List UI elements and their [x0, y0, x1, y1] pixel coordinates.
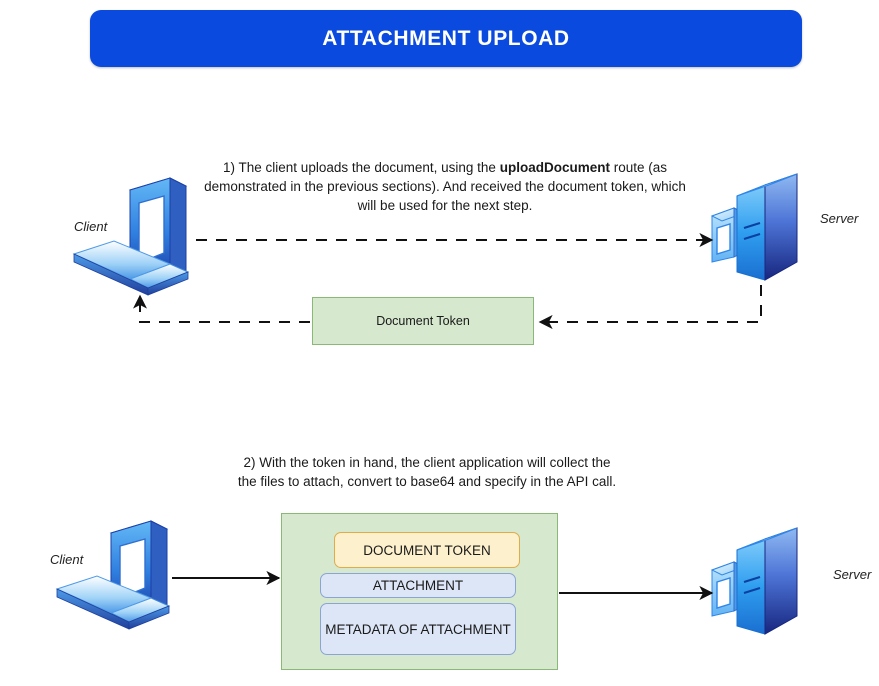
step-1-arrow-token-to-client — [133, 294, 310, 323]
step-1-text-part-2: route (as demonstrated in the previous s… — [204, 160, 686, 213]
document-token-box-label: Document Token — [376, 314, 470, 328]
page-title-banner: ATTACHMENT UPLOAD — [90, 10, 802, 67]
step-2-server-label: Server — [833, 567, 872, 582]
document-token-box: Document Token — [312, 297, 534, 345]
step-1-arrow-server-to-token — [538, 285, 762, 329]
payload-item-metadata-label: METADATA OF ATTACHMENT — [325, 621, 511, 637]
payload-item-attachment-label: ATTACHMENT — [372, 578, 464, 593]
step-1-text-part-1: 1) The client uploads the document, usin… — [223, 160, 500, 175]
page-title: ATTACHMENT UPLOAD — [322, 26, 570, 50]
payload-item-metadata: METADATA OF ATTACHMENT — [320, 603, 516, 655]
step-1-client-label: Client — [74, 219, 108, 234]
payload-item-attachment: ATTACHMENT — [320, 573, 516, 598]
step-2-text-line-2: the files to attach, convert to base64 a… — [237, 474, 617, 489]
payload-item-document-token: DOCUMENT TOKEN — [334, 532, 520, 568]
step-1-server-label: Server — [820, 211, 859, 226]
step-1-description: 1) The client uploads the document, usin… — [198, 158, 692, 215]
step-1-route-name: uploadDocument — [499, 160, 610, 175]
step-1-server-icon — [710, 173, 798, 281]
step-2-client-label: Client — [50, 552, 84, 567]
step-2-text-line-1: 2) With the token in hand, the client ap… — [243, 455, 611, 470]
step-2-client-laptop-icon — [55, 520, 171, 630]
step-2-server-icon — [710, 527, 798, 635]
payload-item-document-token-label: DOCUMENT TOKEN — [363, 542, 491, 558]
step-1-client-laptop-icon — [72, 177, 190, 296]
step-2-description: 2) With the token in hand, the client ap… — [196, 453, 658, 491]
